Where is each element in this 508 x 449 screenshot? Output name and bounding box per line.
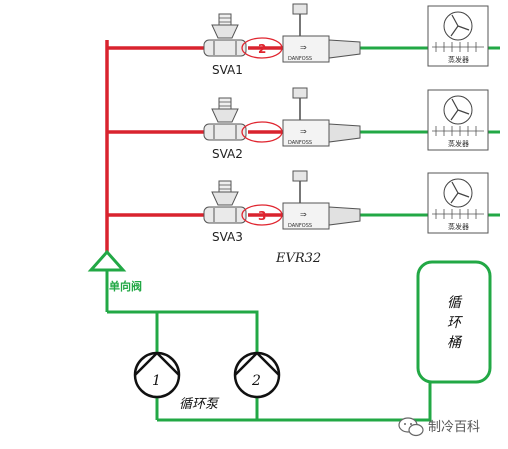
evaporator-label-1: 蒸发器 (448, 55, 469, 64)
tank-label-char-2: 环 (447, 315, 463, 331)
evaporator-2 (427, 89, 489, 151)
wechat-icon (398, 417, 424, 437)
marker-circle-2 (241, 121, 283, 143)
marker-number-3: 3 (258, 209, 266, 223)
sva-valve-1 (203, 13, 247, 57)
solenoid-brand-1: DANFOSS (288, 56, 312, 62)
sva-label-2: SVA2 (212, 147, 243, 161)
evaporator-1 (427, 5, 489, 67)
solenoid-brand-2: DANFOSS (288, 140, 312, 146)
marker-circle-3 (241, 204, 283, 226)
evr-label: EVR32 (275, 251, 321, 266)
sva-label-3: SVA3 (212, 230, 243, 244)
red-pipes (105, 40, 283, 258)
check-valve-label: 单向阀 (109, 279, 142, 293)
pump-number-2: 2 (251, 373, 261, 389)
pump-number-1: 1 (152, 373, 161, 389)
sva-label-1: SVA1 (212, 63, 243, 77)
solenoid-valve-1: ⇒ (282, 3, 361, 63)
solenoid-arrow-1: ⇒ (300, 43, 307, 52)
tank-label-char-3: 桶 (447, 335, 463, 351)
solenoid-valve-2: ⇒ (282, 87, 361, 147)
watermark-text: 制冷百科 (428, 420, 480, 435)
evaporator-label-3: 蒸发器 (448, 222, 469, 231)
sva-valve-3 (203, 180, 247, 224)
pump-1 (133, 351, 181, 399)
evaporator-label-2: 蒸发器 (448, 139, 469, 148)
check-valve (87, 249, 127, 272)
solenoid-arrow-2: ⇒ (300, 127, 307, 136)
solenoid-valve-3: ⇒ (282, 170, 361, 230)
tank-label-char-1: 循 (447, 295, 463, 311)
solenoid-brand-3: DANFOSS (288, 223, 312, 229)
pump-group-label: 循环泵 (179, 397, 220, 412)
marker-number-1: 2 (258, 42, 266, 56)
sva-valve-2 (203, 97, 247, 141)
circulation-tank (416, 260, 492, 384)
pump-2 (233, 351, 281, 399)
evaporator-3 (427, 172, 489, 234)
solenoid-arrow-3: ⇒ (300, 210, 307, 219)
marker-circle-1 (241, 37, 283, 59)
